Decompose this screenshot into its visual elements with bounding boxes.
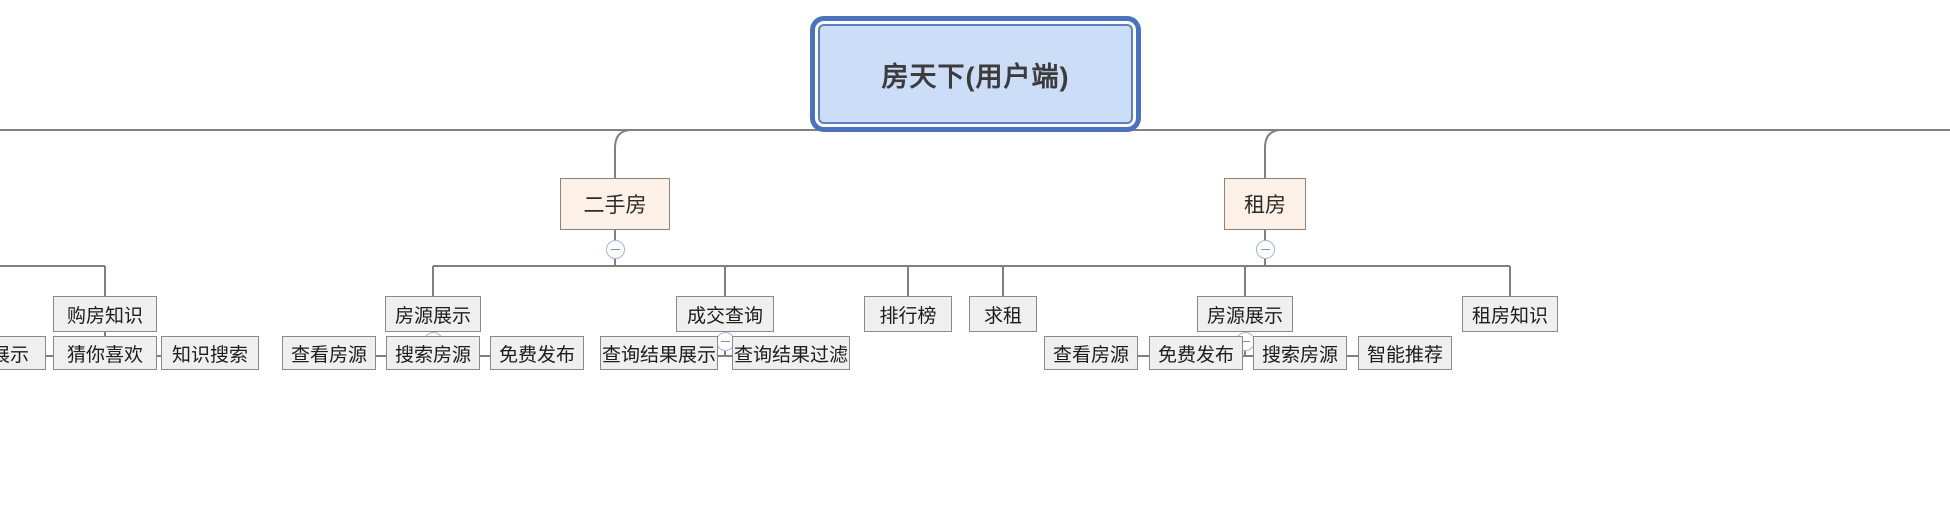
minus-icon (1261, 248, 1270, 251)
leaf-node-sousuofangyuan-ershoufang[interactable]: 搜索房源 (386, 336, 480, 370)
node-zufangzhishi[interactable]: 租房知识 (1462, 296, 1558, 332)
node-paihangbang[interactable]: 排行榜 (864, 296, 952, 332)
node-qiuzu[interactable]: 求租 (969, 296, 1037, 332)
leaf-node-mianfeifabu-ershoufang[interactable]: 免费发布 (490, 336, 584, 370)
minus-icon (611, 248, 620, 251)
category-node-ershoufang[interactable]: 二手房 (560, 178, 670, 230)
leaf-node-zhishisousuo[interactable]: 知识搜索 (161, 336, 259, 370)
leaf-node-chaxunjieguoguolv[interactable]: 查询结果过滤 (732, 336, 850, 370)
collapse-toggle-zufang[interactable] (1256, 240, 1275, 259)
minus-icon (1241, 340, 1250, 343)
root-node-fangtianxia[interactable]: 房天下(用户端) (818, 24, 1133, 124)
leaf-node-caininixihuan[interactable]: 猜你喜欢 (53, 336, 157, 370)
node-gouf angzhishi[interactable]: 购房知识 (53, 296, 157, 332)
leaf-node-chakanfangyuan-zufang[interactable]: 查看房源 (1044, 336, 1138, 370)
node-fangyuanzhanshi-ershoufang[interactable]: 房源展示 (385, 296, 481, 332)
minus-icon (721, 340, 730, 343)
leaf-node-chaxunjieguozhanshi[interactable]: 查询结果展示 (600, 336, 718, 370)
leaf-node-mianfeifabu-zufang[interactable]: 免费发布 (1149, 336, 1243, 370)
category-node-zufang[interactable]: 租房 (1224, 178, 1306, 230)
node-chengjiaochaxun[interactable]: 成交查询 (676, 296, 774, 332)
collapse-toggle-ershoufang[interactable] (606, 240, 625, 259)
leaf-node-chakanfangyuan-ershoufang[interactable]: 查看房源 (282, 336, 376, 370)
leaf-node-zhinengtuijian[interactable]: 智能推荐 (1358, 336, 1452, 370)
node-fangyuanzhanshi-zufang[interactable]: 房源展示 (1197, 296, 1293, 332)
leaf-node-sousuofangyuan-zufang[interactable]: 搜索房源 (1253, 336, 1347, 370)
leaf-node-zhanshi[interactable]: 展示 (0, 336, 46, 370)
